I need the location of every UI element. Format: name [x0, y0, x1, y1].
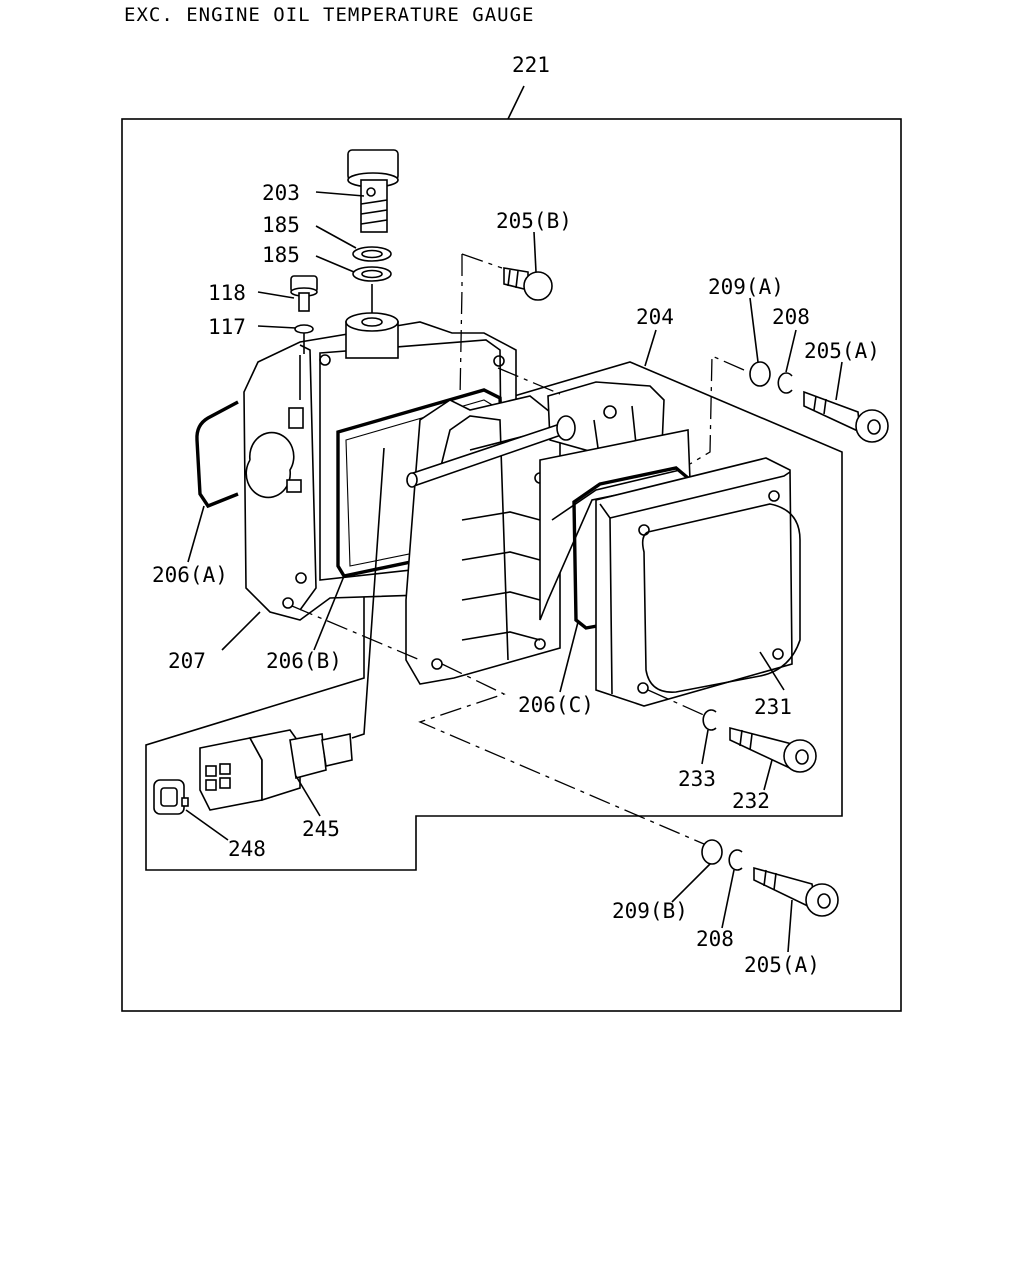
leader-233 — [701, 729, 709, 765]
washer-185-lower-hole — [361, 269, 383, 279]
clip-208-lower — [728, 849, 743, 871]
washer-185-lower — [352, 266, 392, 282]
banjo-boss — [345, 284, 399, 359]
label-209a: 209(A) — [708, 275, 784, 299]
leader-207 — [221, 611, 261, 651]
label-221: 221 — [512, 53, 550, 77]
leader-231 — [759, 651, 785, 691]
leader-206a — [187, 505, 205, 563]
connector-248 — [153, 779, 189, 815]
label-206a: 206(A) — [152, 563, 228, 587]
leader-185b — [315, 255, 355, 273]
align-line-4 — [689, 355, 745, 465]
bolt-232 — [729, 726, 817, 773]
washer-209a — [749, 361, 771, 387]
label-204: 204 — [636, 305, 674, 329]
label-209b: 209(B) — [612, 899, 688, 923]
clip-233 — [702, 709, 717, 731]
leader-245 — [295, 775, 321, 817]
clip-208-upper — [777, 372, 793, 394]
align-line-3 — [497, 367, 561, 395]
label-205a1: 205(A) — [804, 339, 880, 363]
assembly-frame — [121, 118, 902, 1012]
align-line-5 — [291, 605, 421, 661]
label-232: 232 — [732, 789, 770, 813]
diagram-title: EXC. ENGINE OIL TEMPERATURE GAUGE — [124, 4, 535, 26]
label-208a: 208 — [772, 305, 810, 329]
label-231: 231 — [754, 695, 792, 719]
banjo-bolt-203 — [347, 149, 399, 233]
leader-221 — [507, 85, 525, 120]
label-185a: 185 — [262, 213, 300, 237]
leader-205a1 — [835, 361, 843, 401]
leader-209b — [671, 863, 711, 903]
align-line-6 — [418, 663, 705, 845]
leader-208a — [785, 329, 797, 373]
washer-185-upper — [352, 246, 392, 262]
leader-206b — [313, 575, 345, 651]
label-245: 245 — [302, 817, 340, 841]
leader-204 — [644, 329, 657, 367]
cover-231 — [595, 457, 801, 707]
leader-118 — [257, 291, 295, 299]
label-185b: 185 — [262, 243, 300, 267]
connector-245 — [199, 447, 385, 811]
washer-185-upper-hole — [361, 249, 383, 259]
leader-205b — [533, 231, 537, 273]
leader-209a — [749, 297, 759, 363]
label-208b: 208 — [696, 927, 734, 951]
align-line-7 — [647, 689, 707, 717]
leader-206c — [559, 621, 579, 693]
leader-232 — [763, 759, 773, 791]
leader-117 — [257, 325, 297, 329]
label-117: 117 — [208, 315, 246, 339]
label-203: 203 — [262, 181, 300, 205]
leader-185a — [315, 225, 357, 249]
bolt-205a-lower — [753, 866, 839, 917]
screw-118 — [290, 275, 318, 312]
leader-248 — [185, 809, 229, 841]
align-line-2 — [461, 253, 503, 269]
gasket-206a — [195, 400, 239, 509]
label-206b: 206(B) — [266, 649, 342, 673]
label-205a2: 205(A) — [744, 953, 820, 977]
washer-117 — [294, 324, 314, 334]
vent-tube — [406, 415, 576, 488]
leader-208b — [721, 869, 735, 929]
leader-205a2 — [787, 899, 793, 953]
label-205b: 205(B) — [496, 209, 572, 233]
washer-209b — [701, 839, 723, 865]
leader-203 — [315, 191, 365, 197]
label-118: 118 — [208, 281, 246, 305]
label-207: 207 — [168, 649, 206, 673]
align-line-1 — [459, 254, 463, 399]
label-248: 248 — [228, 837, 266, 861]
plug-205b — [503, 267, 553, 301]
label-206c: 206(C) — [518, 693, 594, 717]
label-233: 233 — [678, 767, 716, 791]
bolt-205a-upper — [803, 390, 889, 443]
